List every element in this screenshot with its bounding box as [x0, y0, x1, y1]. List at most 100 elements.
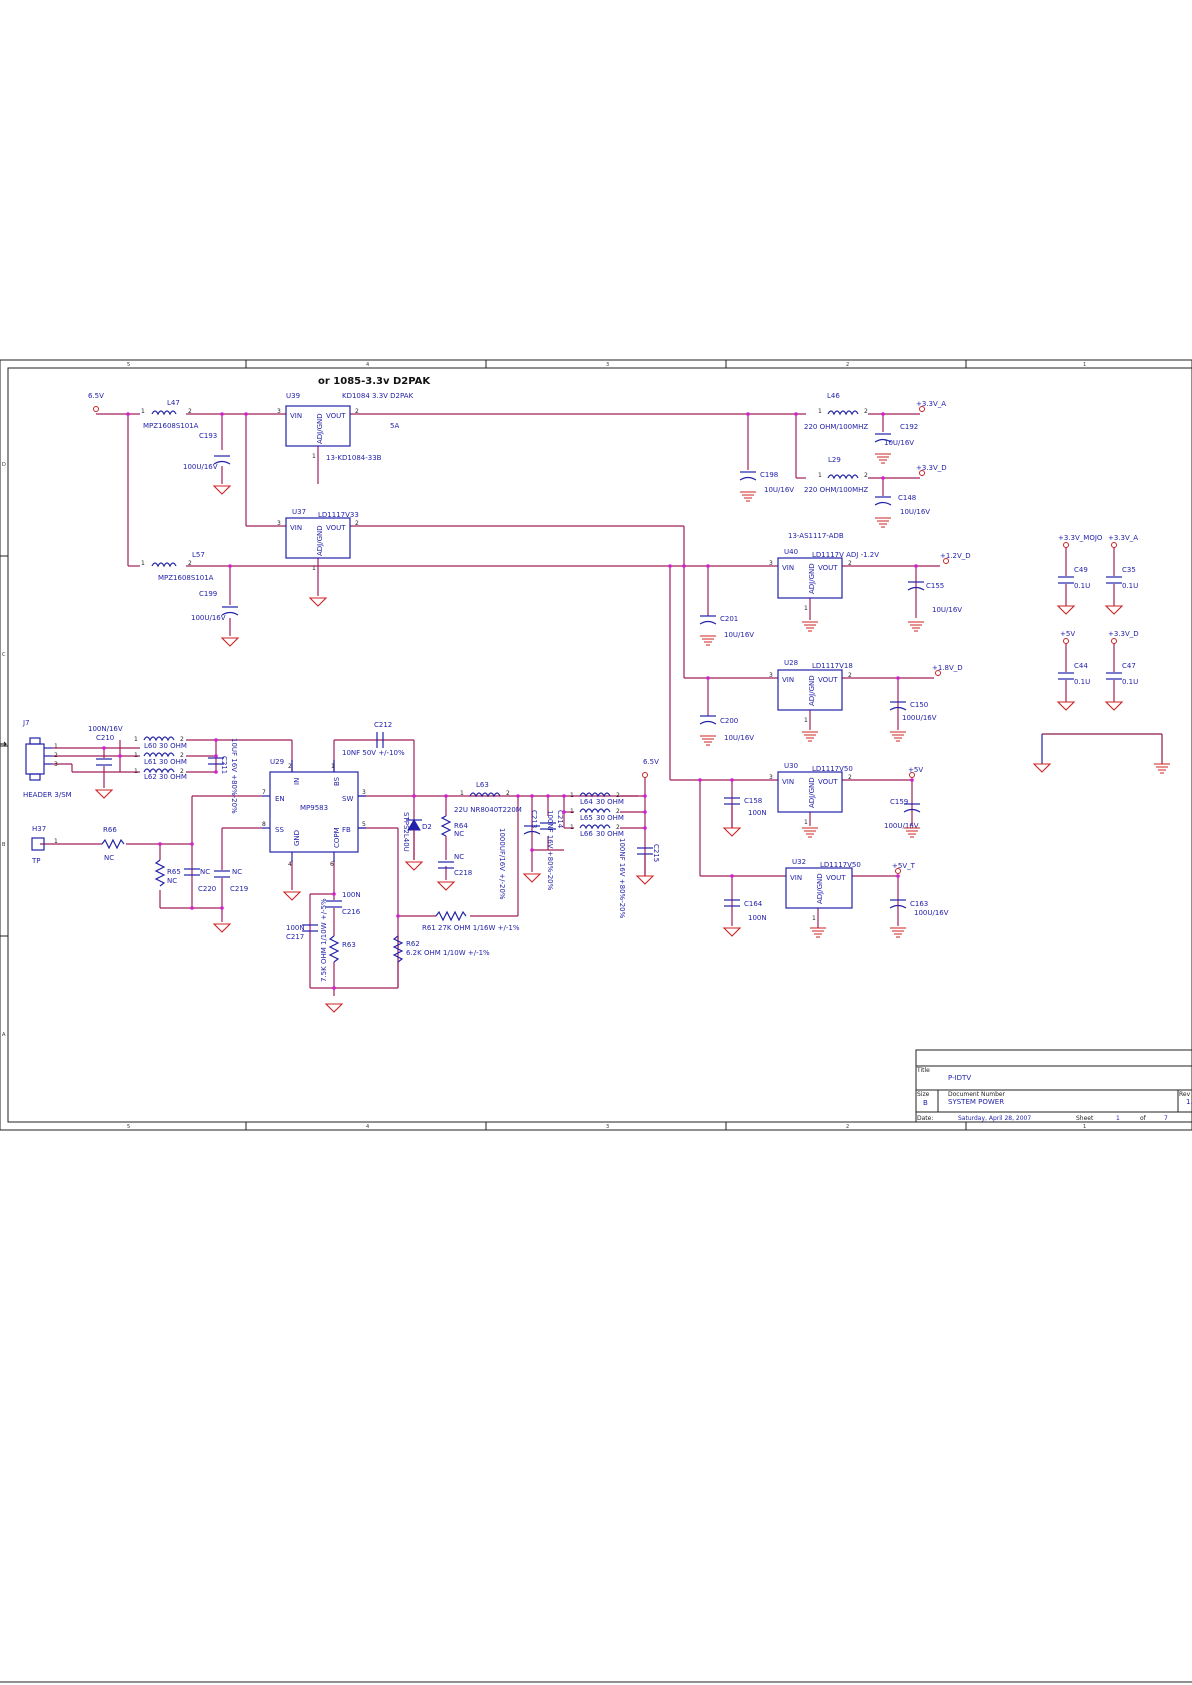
net-1v8-d: +1.8V_D	[932, 664, 963, 672]
c199-value: 100U/16V	[191, 614, 226, 622]
capacitor-c213	[523, 825, 541, 835]
u39-current: 5A	[390, 422, 399, 430]
u40-vin: VIN	[782, 564, 794, 572]
capacitor-c148	[874, 496, 892, 506]
buck-ic-u29	[269, 771, 359, 853]
l57-ref: L57	[192, 551, 205, 559]
regulator-u40	[777, 557, 843, 599]
u28-adj: ADJ/GND	[808, 675, 816, 706]
l64-pin1: 1	[570, 792, 574, 799]
l60-pin2: 2	[180, 736, 184, 743]
u30-adj: ADJ/GND	[808, 777, 816, 808]
capacitor-c155	[907, 581, 925, 591]
l61-pin1: 1	[134, 752, 138, 759]
u40-pin1: 1	[804, 605, 808, 612]
j7-pin3: 3	[54, 761, 58, 768]
page-arrow-icon	[0, 741, 8, 747]
l46-value: 220 OHM/100MHZ	[804, 423, 868, 431]
l46-pin1: 1	[818, 408, 822, 415]
c215-ref: C215	[652, 844, 660, 862]
zone-col-top-1: 1	[1083, 362, 1086, 368]
regulator-u37	[285, 517, 351, 559]
resistor-r61	[435, 910, 467, 922]
j7-ref: J7	[22, 719, 30, 727]
zone-col-top-4: 4	[366, 362, 369, 368]
net-3v3-d: +3.3V_D	[916, 464, 947, 472]
c214-ref: C214	[556, 810, 564, 829]
tb-docnum: SYSTEM POWER	[948, 1098, 1004, 1106]
l57-value: MPZ1608S101A	[158, 574, 214, 582]
c213-value: 1000UF/16V +/-20%	[498, 828, 506, 900]
c220-ref: C220	[198, 885, 216, 893]
c148-value: 10U/16V	[900, 508, 930, 516]
j7-pin2: 2	[54, 752, 58, 759]
capacitor-c212	[376, 732, 384, 748]
inductor-l61	[143, 752, 175, 758]
l62-pin2: 2	[180, 768, 184, 775]
u29-pin7: 7	[262, 789, 266, 796]
tb-size: B	[923, 1099, 928, 1107]
l57-pin1: 1	[141, 560, 145, 567]
r61-ref: R61	[422, 924, 436, 932]
c155-value: 10U/16V	[932, 606, 962, 614]
r65-value: NC	[167, 877, 177, 885]
u30-part: LD1117V50	[812, 765, 853, 773]
l63-value: 22U NR8040T220M	[454, 806, 522, 814]
capacitor-c201	[699, 615, 717, 625]
l46-ref: L46	[827, 392, 840, 400]
h37-ref: H37	[32, 825, 46, 833]
power-ports	[93, 406, 949, 874]
l61-pin2: 2	[180, 752, 184, 759]
zone-col-bottom-2: 2	[846, 1124, 849, 1130]
l60-ref: L60	[144, 742, 157, 750]
resistor-r65	[154, 859, 166, 887]
c150-value: 100U/16V	[902, 714, 937, 722]
buck-wires	[40, 739, 646, 996]
tb-title-label: Title	[916, 1067, 930, 1074]
c213-ref: C213	[530, 810, 538, 828]
u29-bs: BS	[333, 776, 341, 786]
c163-value: 100U/16V	[914, 909, 949, 917]
j7-name: HEADER 3/SM	[23, 791, 72, 799]
l47-value: MPZ1608S101A	[143, 422, 199, 430]
u29-pin8: 8	[262, 821, 266, 828]
r64-ref: R64	[454, 822, 468, 830]
c211-ref: C211	[220, 756, 228, 774]
c214-value: 100NF 16V +80%-20%	[546, 810, 554, 891]
decoupling-block	[1041, 542, 1163, 764]
inductor-l60	[143, 736, 175, 742]
u28-part: LD1117V18	[812, 662, 853, 670]
u39-vin: VIN	[290, 412, 302, 420]
u32-vin: VIN	[790, 874, 802, 882]
u30-pin1: 1	[804, 819, 808, 826]
u39-note: 13-KD1084-33B	[326, 454, 382, 462]
top-wires	[96, 413, 940, 926]
tb-size-label: Size	[917, 1091, 930, 1098]
c216-ref: C216	[342, 908, 361, 916]
capacitor-c199	[221, 606, 239, 616]
u29-copm: COPM	[333, 827, 341, 848]
net-3v3-a: +3.3V_A	[916, 400, 946, 408]
l66-pin1: 1	[570, 824, 574, 831]
r61-value: 27K OHM 1/16W +/-1%	[438, 924, 520, 932]
c200-ref: C200	[720, 717, 738, 725]
l65-value: 30 OHM	[596, 814, 624, 822]
header-j7-top	[29, 737, 41, 745]
l47-ref: L47	[167, 399, 180, 407]
c216-value: 100N	[342, 891, 361, 899]
l64-ref: L64	[580, 798, 593, 806]
net-6v5-in: 6.5V	[88, 392, 104, 400]
capacitor-c150	[889, 701, 907, 711]
tb-sheet: 1	[1116, 1115, 1120, 1122]
capacitor-c164	[724, 899, 740, 907]
zone-row-d: D	[2, 462, 6, 468]
l46-pin2: 2	[864, 408, 868, 415]
u29-pin6: 6	[330, 861, 334, 868]
u28-pin2: 2	[848, 672, 852, 679]
u30-vin: VIN	[782, 778, 794, 786]
c218-value: NC	[454, 853, 464, 861]
l65-ref: L65	[580, 814, 593, 822]
inductor-l47	[151, 410, 177, 416]
zone-row-c: C	[2, 652, 6, 658]
c217-ref: C217	[286, 933, 304, 941]
